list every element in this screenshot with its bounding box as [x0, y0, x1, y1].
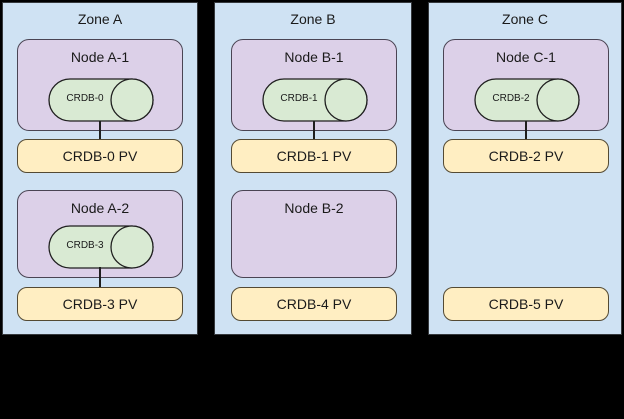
database-crdb-2-label: CRDB-2 — [492, 93, 530, 104]
connector-node-c-1-to-pv — [525, 121, 527, 141]
zone-c[interactable]: Zone C Node C-1 CRDB-2 CRDB-2 PV CRDB-5 … — [428, 2, 622, 335]
pv-crdb-5-label: CRDB-5 PV — [488, 296, 564, 312]
connector-node-b-1-to-pv — [313, 121, 315, 141]
zone-b-title: Zone B — [290, 11, 336, 27]
pv-crdb-1-label: CRDB-1 PV — [276, 148, 352, 164]
pv-crdb-4-label: CRDB-4 PV — [276, 296, 352, 312]
pv-crdb-0[interactable]: CRDB-0 PV — [17, 139, 183, 173]
pv-crdb-4[interactable]: CRDB-4 PV — [231, 287, 397, 321]
pv-crdb-0-label: CRDB-0 PV — [62, 148, 138, 164]
pv-crdb-2-label: CRDB-2 PV — [488, 148, 564, 164]
zone-a-title: Zone A — [77, 11, 123, 27]
node-c-1-title: Node C-1 — [496, 49, 556, 65]
database-crdb-3-label: CRDB-3 — [66, 240, 104, 251]
pv-crdb-2[interactable]: CRDB-2 PV — [443, 139, 609, 173]
node-b-1[interactable]: Node B-1 CRDB-1 — [231, 39, 397, 131]
database-crdb-3[interactable]: CRDB-3 — [48, 225, 154, 269]
zone-b[interactable]: Zone B Node B-1 CRDB-1 CRDB-1 PV Node B-… — [214, 2, 412, 335]
database-crdb-2[interactable]: CRDB-2 — [474, 78, 580, 122]
connector-node-a-1-to-pv — [99, 121, 101, 141]
node-b-1-title: Node B-1 — [284, 49, 344, 65]
node-a-2-title: Node A-2 — [70, 200, 130, 216]
database-crdb-1[interactable]: CRDB-1 — [262, 78, 368, 122]
zone-c-title: Zone C — [502, 11, 548, 27]
node-a-1[interactable]: Node A-1 CRDB-0 — [17, 39, 183, 131]
pv-crdb-3[interactable]: CRDB-3 PV — [17, 287, 183, 321]
node-b-2-title: Node B-2 — [284, 200, 344, 216]
node-b-2[interactable]: Node B-2 — [231, 190, 397, 278]
connector-node-a-2-to-pv — [99, 267, 101, 289]
database-crdb-0[interactable]: CRDB-0 — [48, 78, 154, 122]
database-crdb-0-label: CRDB-0 — [66, 93, 104, 104]
node-a-1-title: Node A-1 — [70, 49, 130, 65]
pv-crdb-3-label: CRDB-3 PV — [62, 296, 138, 312]
pv-crdb-5[interactable]: CRDB-5 PV — [443, 287, 609, 321]
node-c-1[interactable]: Node C-1 CRDB-2 — [443, 39, 609, 131]
pv-crdb-1[interactable]: CRDB-1 PV — [231, 139, 397, 173]
node-a-2[interactable]: Node A-2 CRDB-3 — [17, 190, 183, 278]
zone-a[interactable]: Zone A Node A-1 CRDB-0 CRDB-0 PV Node A-… — [2, 2, 198, 335]
database-crdb-1-label: CRDB-1 — [280, 93, 318, 104]
